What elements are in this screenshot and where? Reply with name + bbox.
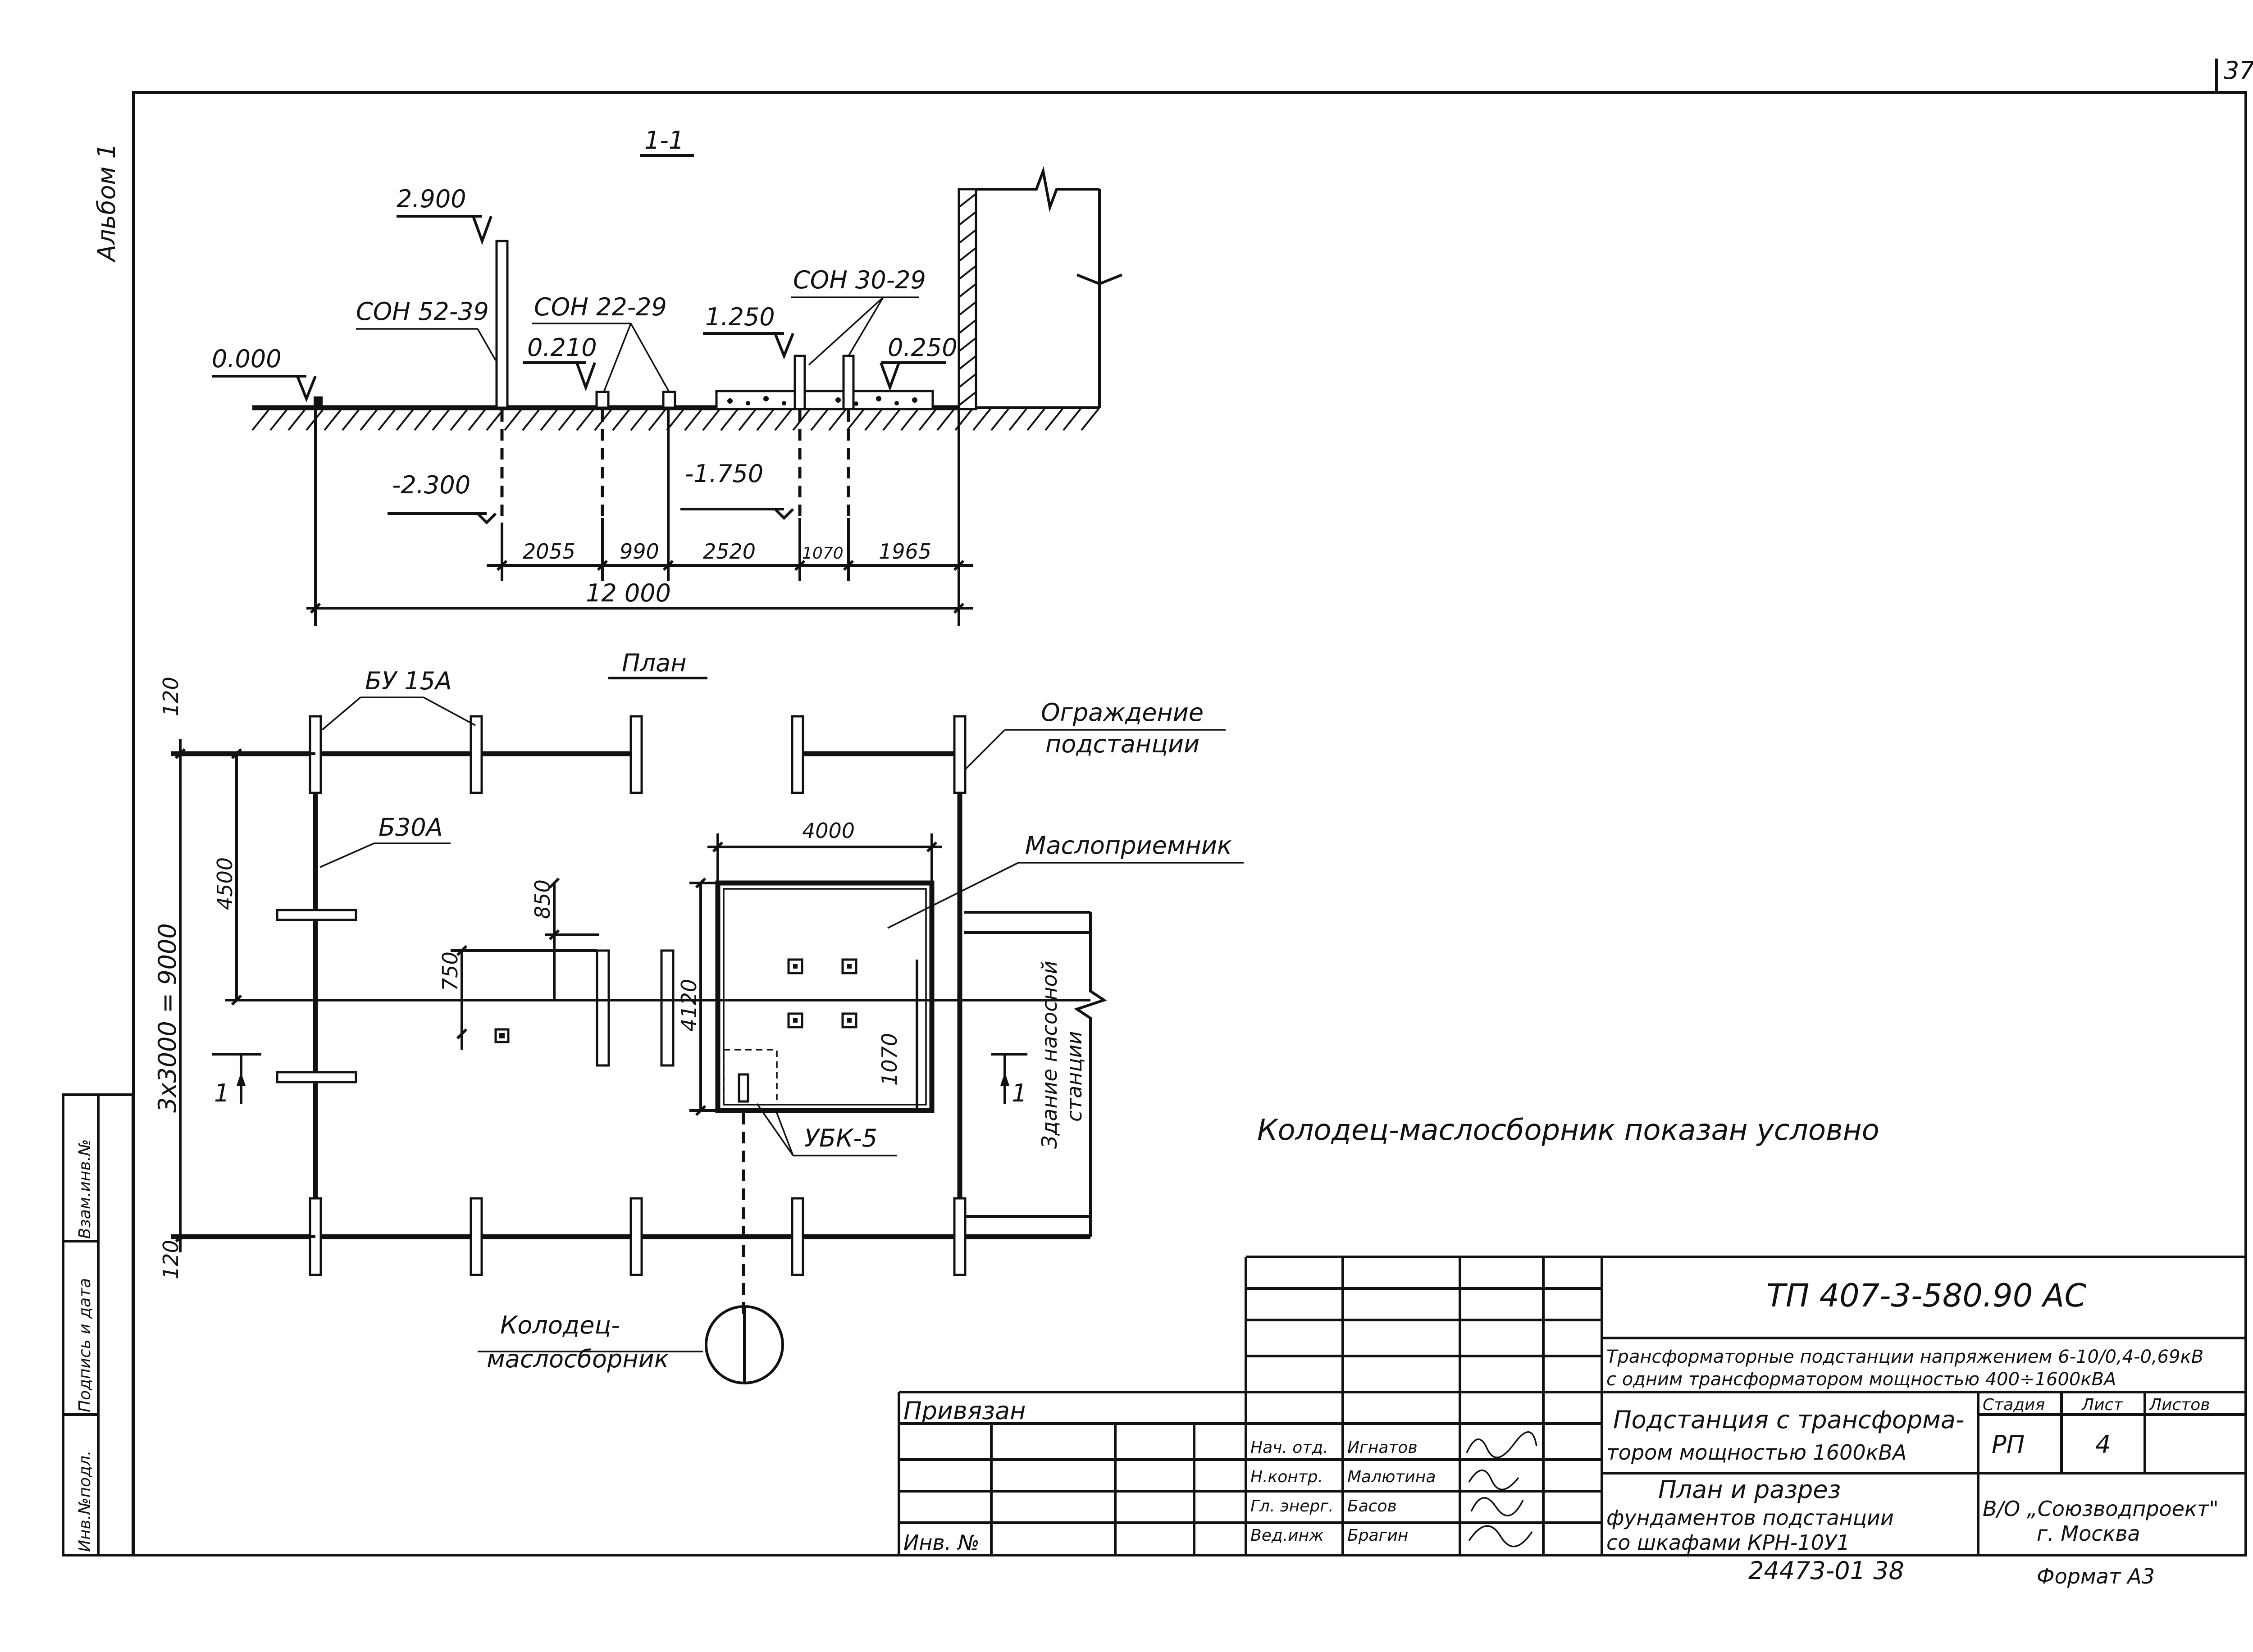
elev-0210: 0.210 <box>527 333 597 362</box>
plan-title: План <box>622 649 687 677</box>
dim-4000: 4000 <box>802 819 855 843</box>
dim-2055: 2055 <box>523 539 575 564</box>
elevation-marks: 2.900 0.000 0.210 1.250 0.250 -2.300 -1.… <box>212 185 958 525</box>
stamp-inv-original: Инв.№подл. <box>76 1451 94 1552</box>
role-4: Вед.инж <box>1250 1526 1324 1545</box>
privyazan-label: Привязан <box>903 1397 1026 1425</box>
doc-code: ТП 407-3-580.90 АС <box>1766 1277 2086 1314</box>
dim-850: 850 <box>530 879 555 919</box>
dim-2520: 2520 <box>703 539 756 564</box>
page-number: 37 <box>2224 56 2253 85</box>
name-2: Малютина <box>1347 1468 1436 1486</box>
label-ubk: УБК-5 <box>804 1124 877 1152</box>
stage-header: Стадия <box>1983 1396 2045 1414</box>
label-con30: СОН 30-29 <box>793 266 926 294</box>
dim-1070: 1070 <box>802 544 844 563</box>
oil-receiver-section <box>715 390 934 410</box>
left-stamp: Инв.№подл. Подпись и дата Взам.инв.№ <box>62 1093 134 1556</box>
post-con52 <box>495 240 509 409</box>
dim-12000: 12 000 <box>586 579 671 607</box>
cut-mark-right: 1 <box>1012 1079 1027 1107</box>
dim-3x3000: 3х3000 = 9000 <box>153 923 182 1113</box>
title-block: ТП 407-3-580.90 АС Трансформаторные подс… <box>898 1256 2246 1588</box>
dwg-line-3: со шкафами КРН-10У1 <box>1606 1530 1850 1555</box>
elev-0250: 0.250 <box>888 333 958 362</box>
dim-120-top: 120 <box>159 677 183 716</box>
sheets-header: Листов <box>2148 1396 2210 1414</box>
desc-line-2: с одним трансформатором мощностью 400÷16… <box>1606 1369 2116 1390</box>
org-line-2: г. Москва <box>2037 1521 2140 1546</box>
dim-4500: 4500 <box>213 857 237 910</box>
name-3: Басов <box>1347 1497 1397 1515</box>
sub-line-2: тором мощностью 1600кВА <box>1606 1440 1906 1465</box>
plan-dimensions: 120 120 4500 3х3000 = 9000 750 850 4000 … <box>153 677 1090 1279</box>
album-label: Альбом 1 <box>92 143 121 263</box>
dwg-line-2: фундаментов подстанции <box>1606 1506 1894 1530</box>
elev-ground: 0.000 <box>212 345 282 373</box>
dim-1070-plan: 1070 <box>877 1033 902 1086</box>
stage-value: РП <box>1992 1430 2025 1459</box>
label-well-2: маслосборник <box>487 1345 669 1373</box>
role-1: Нач. отд. <box>1250 1438 1328 1457</box>
section-title: 1-1 <box>644 126 684 155</box>
section-1-1: 1-1 <box>212 126 1123 626</box>
archive-number: 24473-01 38 <box>1748 1556 1904 1585</box>
label-bu15a: БУ 15А <box>365 667 452 695</box>
label-fence-1: Ограждение <box>1041 698 1204 727</box>
sheet-frame <box>132 59 2247 1556</box>
name-4: Брагин <box>1347 1526 1408 1545</box>
name-1: Игнатов <box>1347 1438 1418 1457</box>
signatures <box>1466 1431 1537 1547</box>
label-con22: СОН 22-29 <box>534 293 667 321</box>
elev-top: 2.900 <box>397 185 466 213</box>
elev-bottom: -2.300 <box>392 471 470 499</box>
sheet-value: 4 <box>2095 1430 2111 1459</box>
format-label: Формат А3 <box>2037 1564 2155 1588</box>
role-3: Гл. энерг. <box>1250 1497 1334 1515</box>
label-b30a: Б30А <box>379 813 443 842</box>
sub-line-1: Подстанция с трансформа- <box>1613 1406 1965 1434</box>
dim-120-bottom: 120 <box>159 1240 183 1279</box>
cut-mark-left: 1 <box>214 1079 229 1107</box>
label-fence-2: подстанции <box>1045 730 1199 758</box>
org-line-1: В/О „Союзводпроект" <box>1983 1497 2219 1521</box>
dwg-line-1: План и разрез <box>1658 1475 1841 1504</box>
plan-view: План <box>153 649 1244 1384</box>
stamp-signature-date: Подпись и дата <box>76 1278 94 1412</box>
dim-990: 990 <box>620 539 659 564</box>
elev-1750: -1.750 <box>685 460 763 488</box>
elev-1250: 1.250 <box>705 303 775 331</box>
label-con52: СОН 52-39 <box>356 297 489 326</box>
stamp-replaced-inv: Взам.инв.№ <box>76 1139 94 1239</box>
oil-receiver-plan <box>715 880 935 1113</box>
sheet-header: Лист <box>2081 1396 2123 1414</box>
dim-1965: 1965 <box>879 539 931 564</box>
dim-4120: 4120 <box>677 979 701 1032</box>
ground-hatch <box>251 407 1100 431</box>
label-well-1: Колодец- <box>500 1311 620 1339</box>
note-text: Колодец-маслосборник показан условно <box>1257 1114 1879 1147</box>
inv-label: Инв. № <box>903 1530 980 1555</box>
desc-line-1: Трансформаторные подстанции напряжением … <box>1606 1347 2203 1367</box>
pump-station-label-2: станции <box>1062 1031 1086 1122</box>
label-oil-receiver: Маслоприемник <box>1025 831 1232 860</box>
section-dimensions: 2055 990 2520 1070 1965 12 000 <box>306 408 973 626</box>
pump-station-label-1: Здание насосной <box>1037 961 1062 1149</box>
dim-750: 750 <box>438 951 462 991</box>
role-2: Н.контр. <box>1250 1468 1323 1486</box>
